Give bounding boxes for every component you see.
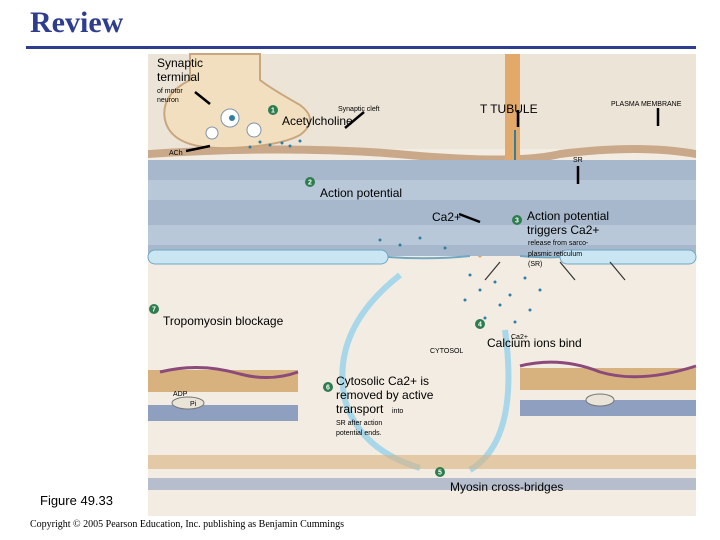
label-into: into <box>392 408 403 415</box>
calcium-dots <box>378 236 542 324</box>
label-myosin-cross-bridges: Myosin cross-bridges <box>450 480 563 494</box>
sr-junction <box>519 255 561 259</box>
step-2-number: 2 <box>308 180 312 187</box>
actin-filament-left <box>148 370 298 392</box>
fiber-stripe <box>148 225 696 245</box>
pointer-line <box>458 212 481 224</box>
ach-molecules <box>248 139 302 149</box>
release-arrow <box>609 261 626 281</box>
label-synaptic-cleft: Synaptic cleft <box>338 106 380 113</box>
label-cytosolic-2: removed by active <box>336 388 434 402</box>
label-sr: SR <box>573 157 583 164</box>
label-ap-triggers-2: triggers Ca2+ <box>527 223 599 237</box>
pointer-line <box>185 144 211 153</box>
cycle-arrow-left <box>339 272 421 471</box>
label-pi: Pi <box>190 401 197 408</box>
myosin-filament-right <box>520 400 696 416</box>
step-7-number: 7 <box>152 307 156 314</box>
actin-filament-bottom <box>148 455 696 469</box>
label-ca-small: Ca2+ <box>511 334 528 341</box>
step-5-number: 5 <box>438 470 442 477</box>
label-release-1: release from sarco- <box>528 240 589 247</box>
label-terminal: terminal <box>157 70 200 84</box>
pointer-line <box>194 91 211 105</box>
label-cytosolic-3: transport <box>336 402 384 416</box>
synaptic-vesicle <box>246 122 262 138</box>
step-6-number: 6 <box>326 385 330 392</box>
label-acetylcholine: Acetylcholine <box>282 114 353 128</box>
label-action-potential: Action potential <box>320 186 402 200</box>
myosin-filament-bottom <box>148 478 696 490</box>
myosin-head <box>171 396 205 410</box>
step-badges <box>149 105 522 477</box>
actin-filament-right <box>520 368 696 390</box>
release-arrow <box>484 261 501 281</box>
tropomyosin-left <box>159 366 299 379</box>
label-ca-ion: Ca2+ <box>432 210 461 224</box>
synaptic-terminal-shape <box>163 53 311 150</box>
pointer-line <box>344 111 365 129</box>
label-plasma-membrane: PLASMA MEMBRANE <box>611 101 682 108</box>
label-release-2: plasmic reticulum <box>528 251 582 258</box>
synaptic-vesicle <box>205 126 219 140</box>
label-ap-triggers-1: Action potential <box>527 209 609 223</box>
step-4-number: 4 <box>478 322 482 329</box>
ach-dots <box>229 115 235 121</box>
label-adp: ADP <box>173 391 188 398</box>
step-1-number: 1 <box>271 108 275 115</box>
sr-tube <box>147 249 389 265</box>
step-3-number: 3 <box>515 218 519 225</box>
label-neuron: neuron <box>157 97 179 104</box>
label-tropomyosin-blockage: Tropomyosin blockage <box>163 314 284 328</box>
label-sr-after-2: potential ends. <box>336 430 382 437</box>
label-of-motor: of motor <box>157 88 183 95</box>
label-release-3: (SR) <box>528 261 542 268</box>
release-arrow <box>559 261 576 281</box>
label-calcium-ions-bind: Calcium ions bind <box>487 336 582 350</box>
copyright-notice: Copyright © 2005 Pearson Education, Inc.… <box>30 519 344 530</box>
myosin-filament-left <box>148 405 298 421</box>
label-cytosol: CYTOSOL <box>430 348 463 355</box>
myosin-head <box>585 393 615 407</box>
plasma-membrane <box>148 145 696 164</box>
label-synaptic: Synaptic <box>157 56 203 70</box>
tropomyosin-right <box>519 360 697 379</box>
slide-title: Review <box>30 6 124 39</box>
title-rule <box>26 46 696 49</box>
label-sr-after-1: SR after action <box>336 420 382 427</box>
label-ach: ACh <box>169 150 183 157</box>
sr-junction <box>387 255 471 260</box>
figure-caption: Figure 49.33 <box>40 493 113 508</box>
fiber-stripe <box>148 180 696 200</box>
label-t-tubule: T TUBULE <box>480 102 538 116</box>
label-cytosolic-1: Cytosolic Ca2+ is <box>336 374 429 388</box>
